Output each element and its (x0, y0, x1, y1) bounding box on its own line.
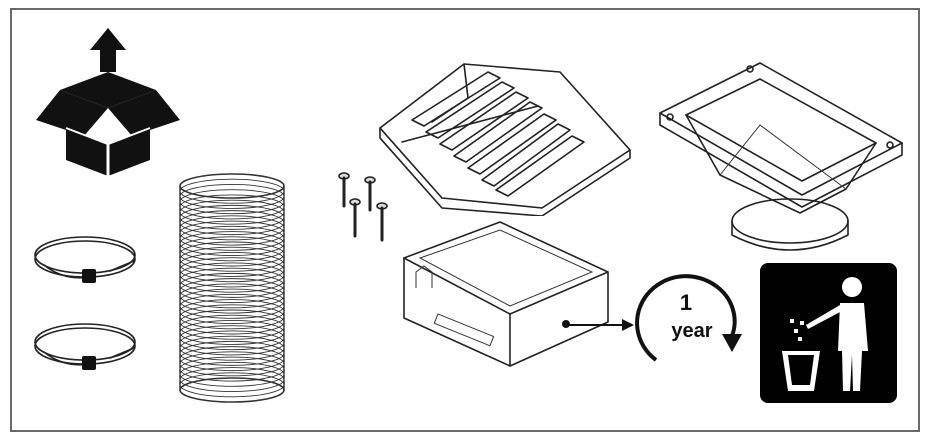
hose-ring (179, 309, 285, 335)
hose-ring (179, 241, 285, 267)
hose-ring (179, 189, 285, 215)
filter-cartridge (403, 221, 609, 367)
hose-ring (179, 372, 285, 398)
wall-adapter (659, 62, 903, 251)
pointer-arrow (566, 319, 634, 331)
hose-ring (179, 173, 285, 199)
hose-ring (179, 320, 285, 345)
hose-ring (179, 199, 285, 225)
hose-ring (179, 340, 285, 366)
replacement-cycle-unit: year (671, 320, 713, 342)
hose-ring (179, 288, 285, 314)
screws (338, 172, 388, 242)
hose-ring (179, 225, 285, 251)
hose-ring (179, 220, 285, 246)
hose-ring (179, 335, 285, 361)
flexible-hose (179, 173, 285, 403)
hose-ring (179, 178, 285, 204)
hose-ring (179, 351, 285, 377)
hose-clamp-lower (34, 323, 136, 370)
hose-ring (179, 330, 285, 356)
hose-ring (179, 314, 285, 340)
hose-ring (179, 299, 285, 324)
cycle-arrow-icon (635, 274, 742, 362)
hose-ring (179, 283, 285, 309)
hose-ring (179, 361, 285, 387)
diagram-frame (10, 8, 920, 432)
unpack-box-icon (36, 28, 180, 176)
hose-ring (179, 367, 285, 392)
replacement-cycle-number: 1 (679, 290, 693, 315)
hose-ring (179, 252, 285, 277)
hose-ring (179, 210, 285, 236)
hose-ring (179, 262, 285, 288)
hose-ring (179, 215, 285, 241)
hose-ring (179, 267, 285, 293)
trash-disposal-icon (760, 263, 897, 403)
hose-ring (179, 272, 285, 298)
hose-ring (179, 325, 285, 351)
hose-ring (179, 304, 285, 330)
hose-ring (179, 204, 285, 230)
hose-clamp-upper (34, 236, 136, 283)
hose-ring (179, 236, 285, 262)
hose-ring (179, 293, 285, 319)
hose-ring (179, 377, 285, 403)
hose-ring (179, 231, 285, 256)
hose-ring (179, 257, 285, 283)
hose-ring (179, 278, 285, 304)
vent-grille (379, 63, 631, 216)
hose-ring (179, 346, 285, 372)
hose-ring (179, 246, 285, 272)
hose-ring (179, 184, 285, 209)
